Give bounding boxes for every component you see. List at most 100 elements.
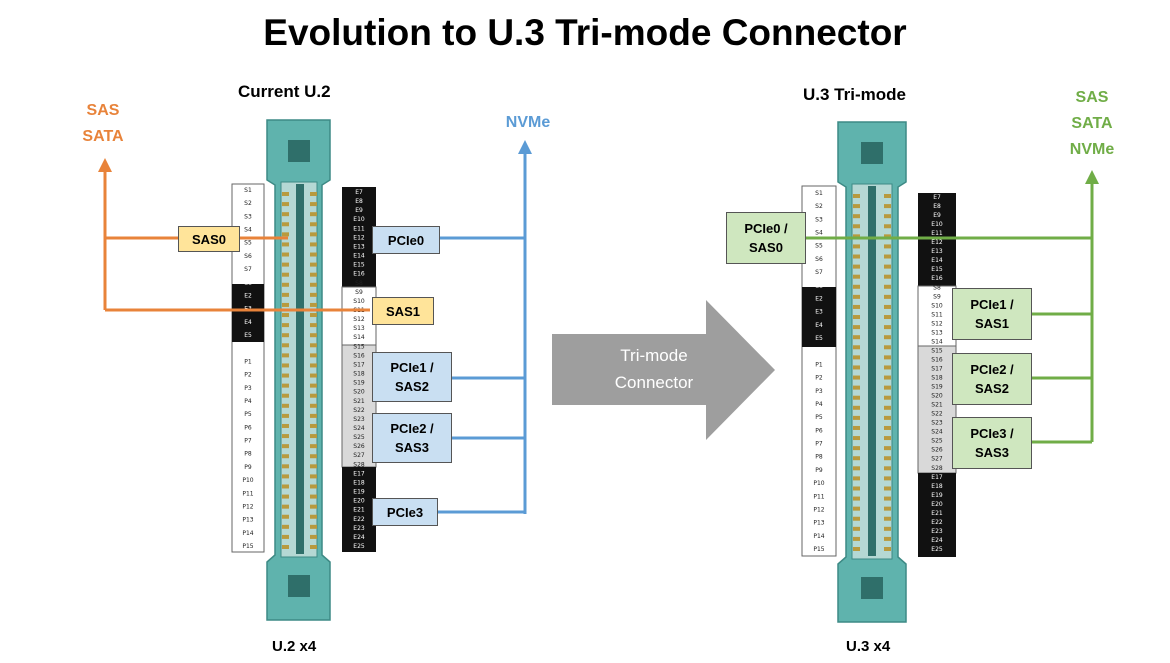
pin-contact [310,434,317,439]
pin-label: S9 [933,293,941,300]
pin-label: E12 [931,239,943,246]
pin-contact [310,363,317,368]
pin-label: S22 [931,411,943,418]
pin-contact [884,335,891,340]
pin-label: S3 [244,213,252,220]
pin-label: S7 [244,266,252,273]
pin-contact [884,194,891,198]
pin-contact [282,343,289,348]
pin-label: S4 [815,230,823,237]
pin-contact [853,405,860,410]
sas-sata-wires [103,170,370,312]
pin-label: E23 [353,525,365,532]
pin-contact [282,393,289,398]
pin-label: P14 [242,530,253,537]
pin-contact [884,264,891,269]
pin-contact [853,284,860,289]
u3-s8-block [917,285,957,347]
pin-contact [282,514,289,519]
pin-label: S8 [933,284,941,291]
pin-contact [310,242,317,247]
pin-contact [853,214,860,219]
pin-contact [853,476,860,481]
pin-contact [282,333,289,338]
pin-label: S27 [931,456,943,463]
pin-label: P10 [242,477,253,484]
sas0-label: SAS0 [178,226,240,252]
pin-contact [853,224,860,229]
pin-label: S24 [353,425,365,432]
pin-contact [282,444,289,449]
pin-contact [310,494,317,499]
pin-contact [853,234,860,239]
pin-contact [282,534,289,539]
pin-label: P9 [815,467,823,474]
trimode-arrowhead [1085,170,1099,184]
pin-contact [310,323,317,328]
u3-connector [837,121,907,623]
pin-label: E13 [931,248,943,255]
pin-label: S23 [353,416,365,423]
pin-contact [853,315,860,320]
pin-label: S25 [353,434,365,441]
pcie2-sas3-label: PCIe2 / SAS3 [372,413,452,463]
pin-label: P1 [815,361,823,368]
pin-contact [884,375,891,380]
pin-contact [853,274,860,279]
pin-contact [310,403,317,408]
pin-contact [853,496,860,501]
pin-contact [310,353,317,358]
sas-sata-signal-label: SAS SATA [72,98,134,150]
pin-label: P7 [815,441,823,448]
pin-contact [282,504,289,509]
pin-label: P12 [242,503,253,510]
pin-label: E1 [244,279,252,286]
pin-contact [310,272,317,277]
trimode-connector-text: Tri-mode Connector [614,346,694,392]
u2-e7-block [342,187,376,287]
pin-contact [282,242,289,247]
pin-label: S21 [931,402,943,409]
u3-e-pin-block [802,287,836,347]
pin-label: P15 [813,546,824,553]
pin-label: S5 [244,240,252,247]
pin-contact [310,192,317,196]
pin-label: S18 [353,371,365,378]
pin-contact [310,514,317,519]
pin-contact [884,304,891,309]
pin-contact [853,194,860,198]
pin-contact [853,385,860,390]
pin-label: P3 [244,385,252,392]
u2-e17-block [342,467,376,552]
pin-label: S14 [931,338,943,345]
pin-contact [282,272,289,277]
pin-contact [310,464,317,469]
pin-label: S27 [353,452,365,459]
pin-contact [884,325,891,330]
pin-contact [310,343,317,348]
pcie0-sas0-label: PCIe0 / SAS0 [726,212,806,264]
pin-contact [853,506,860,511]
pin-label: P12 [813,506,824,513]
trimode-arrow-shape [552,300,775,440]
nvme-wires [438,152,527,514]
pin-label: P5 [244,411,252,418]
u3-x4-label: U.3 x4 [846,638,891,655]
pin-contact [310,232,317,237]
pin-label: P15 [242,543,253,550]
sas-text: SAS [1075,89,1109,106]
pin-label: E19 [931,492,943,499]
pcie3-sas3-label: PCIe3 / SAS3 [952,417,1032,469]
pcie0-label: PCIe0 [372,226,440,254]
pin-label: P10 [813,480,824,487]
pin-contact [310,484,317,489]
pin-label: E21 [931,510,943,517]
pin-contact [884,446,891,451]
u2-e-pin-block [232,284,264,342]
pin-contact [310,212,317,217]
pin-label: S25 [931,438,943,445]
pin-label: E6 [815,348,823,355]
pin-contact [310,393,317,398]
u3-left-pin-strip [801,185,837,557]
pin-label: S19 [353,380,365,387]
